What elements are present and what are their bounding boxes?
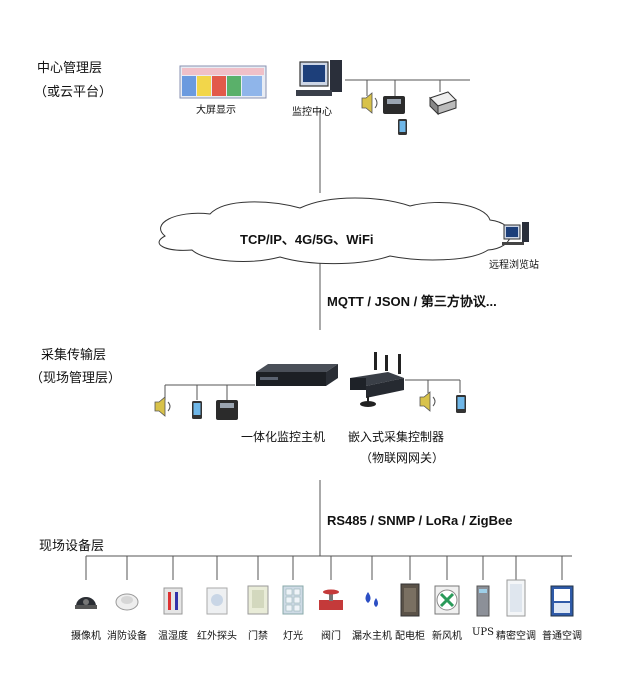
smoke-detector-icon [115, 593, 139, 611]
light-switch-icon [282, 585, 304, 615]
water-leak-icon [365, 592, 378, 607]
cloud-network-text: TCP/IP、4G/5G、WiFi [240, 232, 374, 247]
field-device-label: 普通空调 [542, 631, 582, 642]
field-device-label: 阀门 [321, 631, 341, 642]
field-drop-lines [85, 556, 563, 580]
field-device-icons [75, 579, 574, 617]
integrated-host-icon [256, 364, 338, 386]
speaker-icon [154, 396, 171, 417]
field-device-label: 温湿度 [158, 631, 188, 642]
remote-station-computer-icon [502, 222, 529, 245]
remote-station-label: 远程浏览站 [489, 260, 539, 271]
lower-protocols: RS485 / SNMP / LoRa / ZigBee [327, 513, 513, 528]
monitor-center-computer-icon [296, 60, 342, 96]
field-device-label: UPS [472, 627, 495, 638]
monitor-center-label: 监控中心 [292, 107, 332, 118]
desk-phone-icon [383, 96, 405, 114]
gateway-layer-subtitle: （现场管理层） [30, 371, 122, 386]
speaker-icon [361, 92, 378, 114]
access-control-icon [247, 585, 269, 615]
field-device-label: 消防设备 [107, 631, 147, 642]
field-device-label: 配电柜 [395, 631, 425, 642]
ups-icon [476, 585, 490, 617]
desk-phone-icon [216, 400, 238, 420]
camera-icon [75, 597, 97, 609]
field-device-label: 精密空调 [496, 631, 536, 642]
mobile-phone-icon [398, 119, 407, 135]
gateway-layer-title: 采集传输层 [41, 348, 107, 363]
iot-gateway-label: （物联网网关） [360, 451, 445, 465]
upper-protocols: MQTT / JSON / 第三方协议... [327, 294, 497, 309]
power-cabinet-icon [400, 583, 420, 617]
field-device-label: 门禁 [248, 631, 268, 642]
field-device-label: 红外探头 [197, 631, 237, 642]
mobile-phone-icon [192, 401, 202, 419]
valve-icon [319, 589, 343, 610]
field-layer-title: 现场设备层 [39, 539, 105, 554]
big-screen-label: 大屏显示 [196, 105, 236, 116]
center-layer-title: 中心管理层 [37, 61, 103, 76]
speaker-icon [419, 391, 436, 412]
precision-ac-icon [506, 579, 526, 617]
gateway-bus [164, 379, 461, 556]
embedded-controller-label: 嵌入式采集控制器 [348, 430, 445, 444]
embedded-controller-icon [350, 352, 404, 407]
printer-icon [429, 91, 457, 116]
center-bus [319, 79, 470, 330]
fresh-air-fan-icon [434, 585, 460, 615]
field-device-label: 漏水主机 [352, 631, 392, 642]
big-screen-icon [179, 65, 267, 99]
thermometer-icon [163, 587, 183, 615]
field-device-label: 新风机 [432, 631, 462, 642]
split-ac-icon [550, 585, 574, 617]
field-device-label: 灯光 [283, 631, 303, 642]
center-layer-subtitle: （或云平台） [34, 85, 113, 100]
infrared-sensor-icon [206, 587, 228, 615]
field-device-label: 摄像机 [71, 631, 101, 642]
integrated-host-label: 一体化监控主机 [241, 430, 326, 444]
mobile-phone-icon [456, 395, 466, 413]
